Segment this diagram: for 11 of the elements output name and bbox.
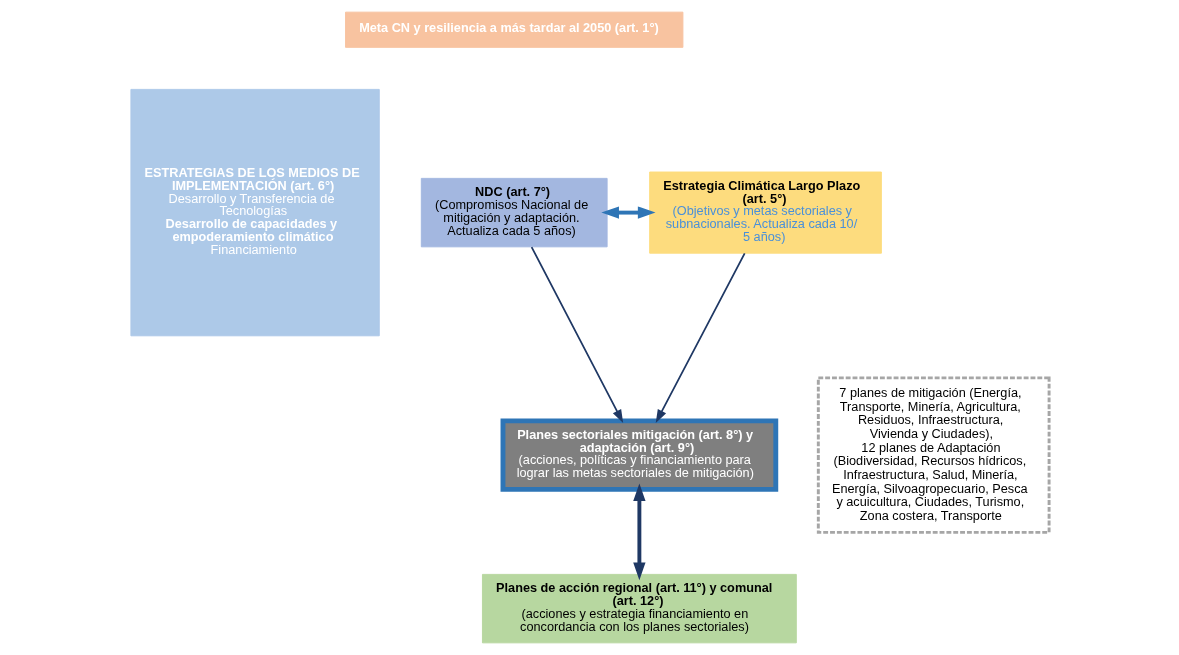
node-box: 7 planes de mitigación (Energía, Transporte, Minería, Agricultura, Residuos, Infraestructura, Vivienda y Ciudades), 12 planes de Adaptación (Biodiversidad, Recursos hídricos, Infraestructura, Salud, Minería, Energía, Silvoagropecuario, Pesca y acuicultura, Ciudades, Turismo, Zona costera, Transporte [816, 376, 1051, 534]
node-box: Planes sectoriales mitigación (art. 8°) y adaptación (art. 9°) (acciones, políticas y financiamiento para lograr las metas sectoriales de mitigación) [500, 418, 778, 492]
arrow [632, 483, 646, 581]
arrow [655, 252, 746, 423]
node-box: NDC (art. 7°) (Compromisos Nacional de mitigación y adaptación. Actualiza cada 5 años) [420, 177, 608, 248]
node-box: ESTRATEGIAS DE LOS MEDIOS DE IMPLEMENTACIÓN (art. 6°) Desarrollo y Transferencia de Tecnologías Desarrollo de capacidades y empoderamiento climático Financiamiento [129, 88, 380, 337]
arrow [530, 246, 623, 423]
arrow [600, 206, 655, 219]
node-box: Estrategia Climática Largo Plazo (art. 5°) (Objetivos y metas sectoriales y subnacionales. Actualiza cada 10/ 5 años) [648, 171, 882, 254]
node-box: Planes de acción regional (art. 11°) y comunal (art. 12°) (acciones y estrategia financiamiento en concordancia con los planes sectoriales) [481, 573, 797, 644]
node-box: Meta CN y resiliencia a más tardar al 2050 (art. 1°) [344, 11, 683, 48]
